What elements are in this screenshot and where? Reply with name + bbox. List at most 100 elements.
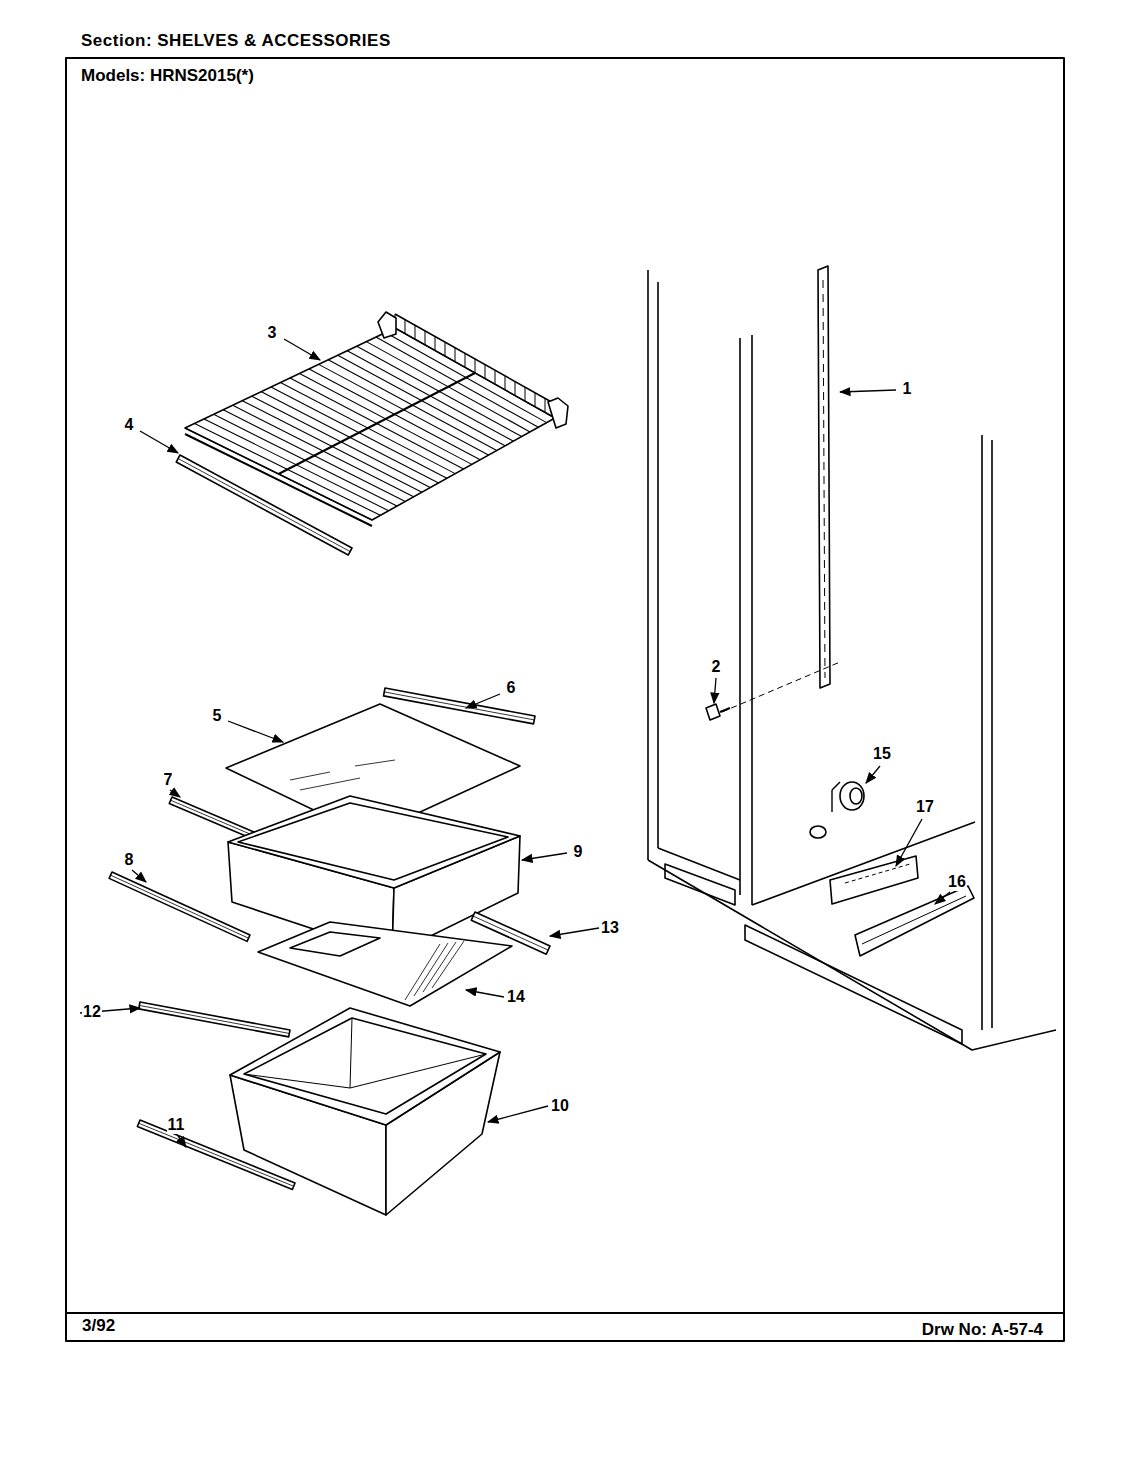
leader-line: [140, 431, 178, 453]
crisper-trim-edge: [139, 1123, 294, 1186]
cabinet-wall: [991, 440, 993, 1028]
shelf-guard-wire: [475, 359, 476, 373]
callout-number: 17: [915, 798, 935, 816]
leader-line: [840, 390, 896, 392]
light-socket: [840, 782, 864, 810]
callout-number: 8: [124, 851, 135, 869]
cover-rib: [405, 944, 440, 1000]
drawer-slide-edge: [111, 875, 249, 938]
cover-panel: [855, 886, 974, 956]
cover-rib: [414, 943, 448, 996]
shelf-guard-wire: [465, 353, 466, 367]
shelf-guard-wire: [525, 387, 526, 401]
leader-line: [284, 339, 320, 360]
footer-rule: [66, 1312, 1064, 1314]
crisper-rim: [230, 1008, 500, 1125]
light-bracket: [832, 782, 840, 790]
cabinet-wall: [647, 270, 649, 860]
floor-vent: [745, 925, 962, 1044]
leader-line: [935, 892, 950, 904]
glass-glint: [290, 772, 330, 780]
leader-line: [714, 678, 716, 703]
shelf-guard-wire: [405, 320, 406, 334]
cover-panel-edge: [862, 896, 966, 944]
shelf-guard-wire: [445, 342, 446, 356]
callout-number: 16: [947, 873, 967, 891]
screw-head: [706, 704, 720, 720]
leader-line: [896, 819, 922, 866]
leader-line: [228, 721, 283, 742]
shelf-guard-wire: [425, 331, 426, 345]
divider-wall: [739, 338, 741, 895]
crisper-cover: [258, 922, 512, 1006]
cabinet-wall: [657, 282, 659, 848]
drawer-rim-inner: [238, 803, 508, 880]
crisper-slide: [139, 1002, 290, 1037]
drawing: [66, 58, 1064, 1341]
leader-line: [466, 990, 504, 997]
cover-rib: [432, 941, 464, 988]
shelf-guard-wire: [515, 382, 516, 396]
light-socket-inner: [850, 788, 862, 804]
shelf-support-strip: [818, 266, 830, 688]
crisper-inner-corner: [350, 1018, 352, 1088]
cabinet-floor-edge: [658, 848, 740, 880]
callout-number: 9: [573, 843, 584, 861]
shelf-guard-wire: [495, 370, 496, 384]
shelf-guard-wire: [455, 348, 456, 362]
cabinet-floor-edge: [752, 822, 975, 905]
shelf-trim-edge: [178, 459, 350, 552]
drawing-number: Drw No: A-57-4: [922, 1321, 1043, 1340]
model-label: Models: HRNS2015(*): [81, 67, 254, 86]
light-shield: [830, 856, 918, 904]
shelf-guard-wire: [505, 376, 506, 390]
floor-vent: [665, 864, 735, 905]
callout-number: 15: [872, 745, 892, 763]
leader-line: [178, 1136, 186, 1147]
callout-number: 10: [550, 1097, 570, 1115]
shelf-guard-wire: [545, 398, 546, 412]
glass-glint: [355, 760, 395, 766]
cover-rib: [423, 942, 456, 992]
drawer-rim: [228, 796, 520, 888]
callout-number: 3: [267, 324, 278, 342]
leader-line: [550, 928, 599, 936]
callout-number: 1: [902, 380, 913, 398]
callout-number: 4: [124, 416, 135, 434]
callout-number: 12: [82, 1003, 102, 1021]
screw-shank: [720, 708, 730, 712]
glass-glint: [300, 778, 360, 790]
leader-line: [170, 790, 180, 797]
crisper-inner-edge: [350, 1054, 486, 1088]
divider-wall: [751, 335, 753, 905]
shelf-guard-rail: [395, 314, 555, 404]
crisper-trim: [137, 1120, 295, 1189]
callout-number: 14: [506, 988, 526, 1006]
light-clip: [810, 826, 826, 838]
shelf-guard-wire: [435, 337, 436, 351]
shelf-guard-wire: [415, 325, 416, 339]
date-label: 3/92: [82, 1317, 115, 1336]
shelf-guard-wire: [535, 393, 536, 407]
shelf-bracket: [378, 312, 396, 338]
callout-number: 2: [711, 658, 722, 676]
callout-number: 11: [167, 1116, 186, 1134]
screw-path: [722, 662, 840, 712]
leader-line: [522, 853, 567, 860]
shelf-wire: [395, 328, 555, 418]
drawer-slide: [109, 872, 250, 941]
shelf-trim: [176, 455, 352, 555]
leader-line: [866, 766, 880, 783]
section-title: Section: SHELVES & ACCESSORIES: [81, 32, 391, 51]
crisper-rim-inner: [244, 1018, 486, 1114]
callout-number: 13: [600, 919, 620, 937]
leader-line: [132, 870, 146, 882]
leader-line: [466, 694, 500, 708]
crisper-slide-edge: [139, 1005, 289, 1033]
shelf-crossbar: [279, 373, 476, 474]
light-shield-detail: [845, 864, 910, 883]
strip-slots: [823, 280, 825, 678]
callout-number: 7: [163, 771, 174, 789]
